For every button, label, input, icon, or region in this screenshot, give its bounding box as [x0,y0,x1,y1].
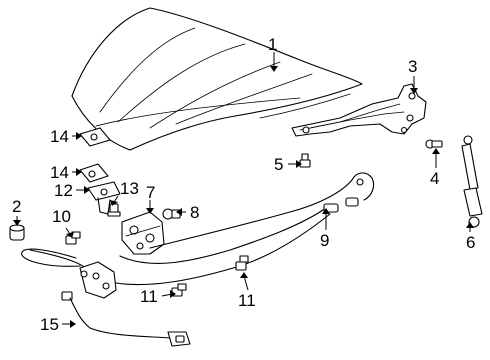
callout-12: 12 [54,181,73,200]
callout-15: 15 [40,315,59,334]
bolt-part-4 [425,139,443,149]
callout-5: 5 [274,155,283,174]
hood-strut [461,135,483,228]
callout-7: 7 [146,183,155,202]
bolt-part-11-right [235,255,249,271]
hood-latch-striker [87,181,121,215]
bolt-part-8 [162,208,181,220]
callout-14-upper: 14 [50,127,69,146]
callout-3: 3 [408,57,417,76]
callout-4: 4 [430,169,439,188]
plug-part-2 [9,224,25,241]
hood-panel [71,7,363,151]
callout-11-left: 11 [140,287,158,306]
callout-6: 6 [466,233,475,252]
secondary-latch-cable [21,248,117,299]
callout-10: 10 [52,207,71,226]
callout-11-right: 11 [238,291,256,310]
callout-2: 2 [12,197,21,216]
callout-13: 13 [120,179,139,198]
hood-bumper-lower [79,163,109,183]
callout-8: 8 [190,203,199,222]
hood-hinge [291,83,427,137]
leader-lines [13,52,474,328]
hood-bumper-upper [79,127,111,147]
release-cable [109,172,375,286]
callout-9: 9 [320,231,329,250]
callout-1: 1 [268,35,277,54]
hood-latch [121,211,165,255]
callout-14-lower: 14 [50,163,69,182]
callout-labels: 1 2 3 4 5 6 7 8 9 10 11 11 12 13 14 14 1… [12,35,475,334]
release-handle-cable [61,291,191,347]
bolt-part-13 [107,203,121,217]
bolt-part-5 [299,153,311,168]
